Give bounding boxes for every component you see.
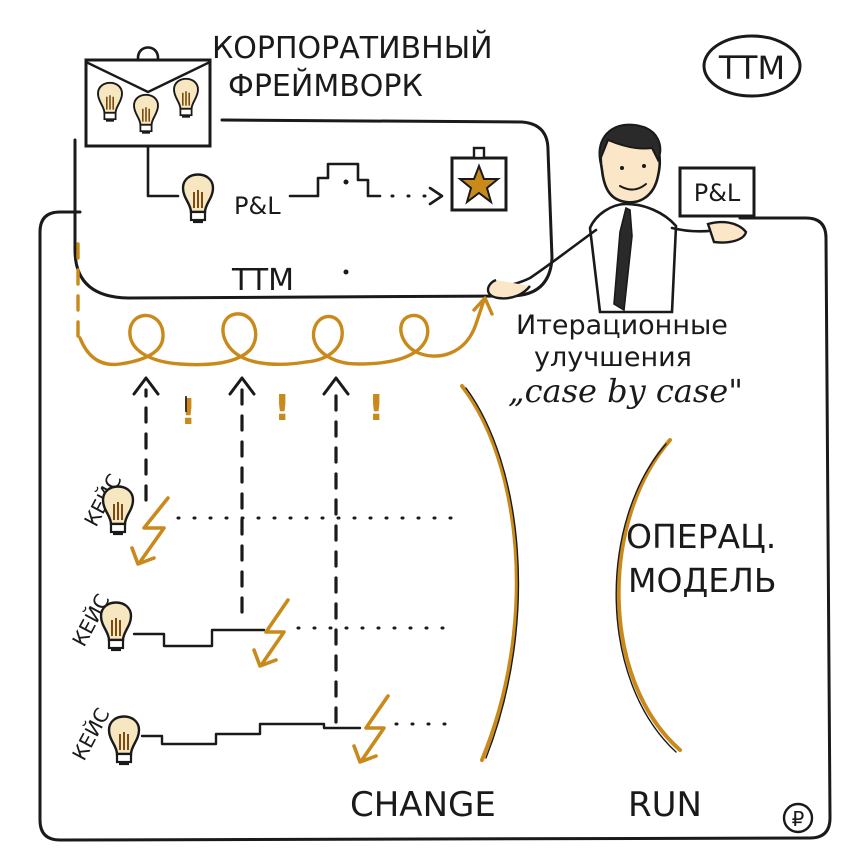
case3-label: КЕЙС <box>67 704 114 765</box>
exclaim-2: ! <box>274 388 290 429</box>
framework-step-line <box>288 162 382 198</box>
change-arc <box>460 384 519 762</box>
case3-arrow-head <box>322 376 350 396</box>
case2-arrow-head <box>228 376 256 396</box>
exclaim-1: ! <box>180 392 196 433</box>
framework-connector <box>146 144 180 198</box>
framework-title-line2: ФРЕЙМВОРК <box>228 68 423 104</box>
pnl-sign-label: P&L <box>694 179 741 207</box>
exclaim-3: ! <box>368 388 384 429</box>
star-box-icon <box>450 146 508 212</box>
ttm-badge: TTM <box>702 34 802 98</box>
case2-step-line <box>132 628 266 648</box>
op-model-line1: ОПЕРАЦ. <box>626 517 776 556</box>
framework-frame <box>73 118 554 300</box>
case3-bulb-icon <box>107 715 141 766</box>
ttm-badge-label: TTM <box>718 49 785 87</box>
iterations-line2: улучшения <box>534 342 692 373</box>
pnl-sign: P&L <box>678 166 756 218</box>
run-label: RUN <box>628 785 702 825</box>
framework-step-dot <box>343 179 349 185</box>
case3-step-line <box>140 722 362 746</box>
case1-bulb-icon <box>101 485 135 536</box>
change-arc-shadow <box>465 387 520 759</box>
run-arc-shadow <box>615 443 677 753</box>
case1-lightning <box>138 496 170 564</box>
case2-lightning <box>260 598 290 666</box>
ttm-dot <box>343 269 349 275</box>
case1-arrow-head <box>132 376 160 396</box>
iterations-line1: Итерационные <box>516 310 728 341</box>
framework-arrow-head <box>428 186 444 206</box>
case1-lightning-head <box>130 546 156 566</box>
outer-frame <box>38 210 832 842</box>
run-arc <box>616 438 682 752</box>
iterations-line3: „case by case" <box>508 372 743 410</box>
ruble-sign: ₽ <box>792 807 805 831</box>
op-model-line2: МОДЕЛЬ <box>628 561 777 600</box>
spiral-arrow-head <box>472 296 494 316</box>
briefcase-icon <box>84 46 212 148</box>
ruble-signature: ₽ <box>782 802 814 834</box>
case3-lightning-head <box>352 744 378 764</box>
framework-bulb-icon <box>181 173 215 224</box>
case2-lightning-head <box>252 648 278 668</box>
framework-title-line1: КОРПОРАТИВНЫЙ <box>212 30 493 66</box>
businessman-icon <box>486 123 748 314</box>
case2-bulb-icon <box>99 601 133 652</box>
framework-pnl-label: P&L <box>234 192 281 220</box>
ttm-label: TTM <box>231 263 294 298</box>
iteration-spiral <box>78 298 486 367</box>
case3-lightning <box>360 694 390 762</box>
change-label: CHANGE <box>350 785 496 825</box>
